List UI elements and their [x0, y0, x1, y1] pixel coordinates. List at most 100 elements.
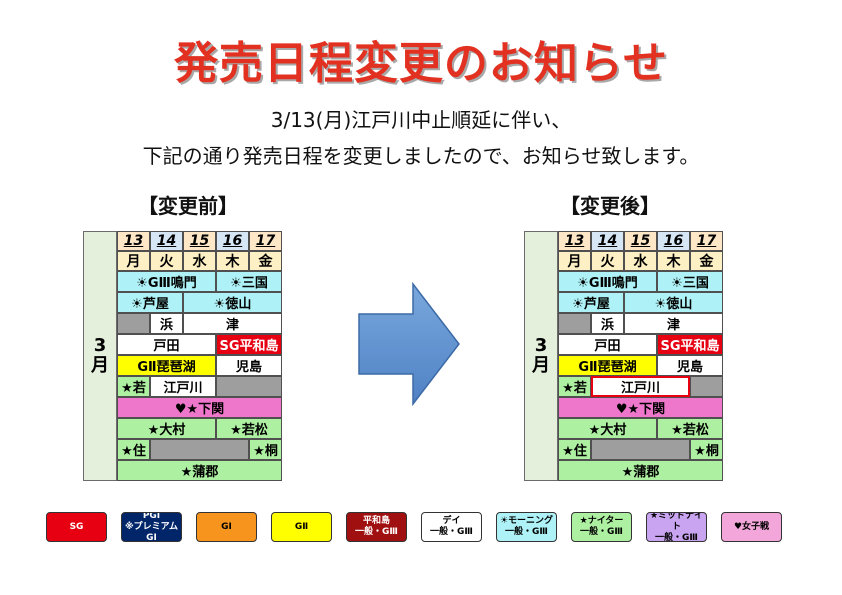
- empty-cell: [117, 313, 150, 334]
- race-kiryu: ★桐: [690, 439, 723, 460]
- weekday-thu: 木: [657, 251, 690, 271]
- race-ashiya: ☀芦屋: [117, 292, 183, 313]
- empty-cell: [558, 313, 591, 334]
- day-15: 15: [183, 231, 216, 251]
- weekday-wed: 水: [624, 251, 657, 271]
- race-tokuyama: ☀徳山: [624, 292, 723, 313]
- legend-women: ♥女子戦: [721, 512, 782, 542]
- empty-cell: [591, 439, 690, 460]
- race-shimonoseki: ♥★下関: [558, 397, 723, 418]
- race-hamanako: 浜: [591, 313, 624, 334]
- legend-heiwajima: 平和島一般・GⅢ: [346, 512, 407, 542]
- legend-label: GⅡ: [294, 521, 309, 532]
- legend-label: ☀モーニング: [499, 516, 554, 526]
- race-edogawa-highlighted: 江戸川: [591, 376, 690, 397]
- race-suminoe: ★住: [558, 439, 591, 460]
- race-ashiya: ☀芦屋: [558, 292, 624, 313]
- legend-label: デイ: [442, 516, 461, 526]
- legend-sublabel: 一般・GⅢ: [355, 527, 398, 537]
- race-sg-heiwajima: SG平和島: [657, 334, 723, 355]
- race-gamagori: ★蒲郡: [117, 460, 282, 481]
- race-edogawa: 江戸川: [150, 376, 216, 397]
- subtitle-line-1: 3/13(月)江戸川中止順延に伴い、: [270, 108, 572, 132]
- race-wakamatsu-short: ★若: [117, 376, 150, 397]
- subtitle-line-2: 下記の通り発売日程を変更しましたので、お知らせ致します。: [142, 144, 700, 168]
- weekday-fri: 金: [690, 251, 723, 271]
- race-sg-heiwajima: SG平和島: [216, 334, 282, 355]
- race-tokuyama: ☀徳山: [183, 292, 282, 313]
- race-tsu: 津: [183, 313, 282, 334]
- weekday-thu: 木: [216, 251, 249, 271]
- race-naruto: ☀GⅢ鳴門: [117, 271, 216, 292]
- day-17: 17: [690, 231, 723, 251]
- day-14: 14: [150, 231, 183, 251]
- empty-cell: [690, 376, 723, 397]
- after-heading: 【変更後】: [560, 194, 660, 218]
- legend-sublabel: 一般・GⅢ: [505, 527, 548, 537]
- legend-label: ★ミッドナイト: [649, 512, 704, 532]
- day-17: 17: [249, 231, 282, 251]
- before-heading: 【変更前】: [138, 194, 238, 218]
- race-tsu: 津: [624, 313, 723, 334]
- race-kiryu: ★桐: [249, 439, 282, 460]
- race-toda: 戸田: [558, 334, 657, 355]
- legend-sublabel: ※プレミアムGⅠ: [124, 521, 179, 542]
- legend-sublabel: 一般・GⅢ: [655, 532, 698, 542]
- empty-cell: [216, 376, 282, 397]
- race-omura: ★大村: [117, 418, 216, 439]
- legend-sublabel: 一般・GⅢ: [430, 527, 473, 537]
- month-number: 3: [534, 335, 548, 356]
- legend-midnight: ★ミッドナイト一般・GⅢ: [646, 512, 707, 542]
- month-unit: 月: [91, 355, 109, 376]
- legend-label: PGⅠ: [142, 512, 161, 521]
- race-wakamatsu: ★若松: [657, 418, 723, 439]
- race-kojima: 児島: [216, 355, 282, 376]
- legend-day: デイ一般・GⅢ: [421, 512, 482, 542]
- day-16: 16: [216, 231, 249, 251]
- race-mikuni: ☀三国: [657, 271, 723, 292]
- legend-morning: ☀モーニング一般・GⅢ: [496, 512, 557, 542]
- legend-sublabel: 一般・GⅢ: [580, 527, 623, 537]
- race-kojima: 児島: [657, 355, 723, 376]
- day-13: 13: [117, 231, 150, 251]
- race-omura: ★大村: [558, 418, 657, 439]
- race-gamagori: ★蒲郡: [558, 460, 723, 481]
- legend-label: GⅠ: [221, 521, 232, 532]
- race-naruto: ☀GⅢ鳴門: [558, 271, 657, 292]
- legend-g2: GⅡ: [271, 512, 332, 542]
- race-suminoe: ★住: [117, 439, 150, 460]
- legend-label: SG: [69, 521, 84, 532]
- race-shimonoseki: ♥★下関: [117, 397, 282, 418]
- race-wakamatsu-short: ★若: [558, 376, 591, 397]
- legend-label: ♥女子戦: [733, 521, 770, 532]
- race-g2-biwako: GⅡ琵琶湖: [558, 355, 657, 376]
- race-toda: 戸田: [117, 334, 216, 355]
- race-hamanako: 浜: [150, 313, 183, 334]
- weekday-wed: 水: [183, 251, 216, 271]
- weekday-fri: 金: [249, 251, 282, 271]
- weekday-tue: 火: [150, 251, 183, 271]
- day-14: 14: [591, 231, 624, 251]
- race-g2-biwako: GⅡ琵琶湖: [117, 355, 216, 376]
- legend-nighter: ★ナイター一般・GⅢ: [571, 512, 632, 542]
- page-title: 発売日程変更のお知らせ: [173, 38, 669, 89]
- right-arrow-icon: [358, 282, 460, 406]
- weekday-mon: 月: [558, 251, 591, 271]
- day-15: 15: [624, 231, 657, 251]
- race-mikuni: ☀三国: [216, 271, 282, 292]
- legend-label: 平和島: [362, 516, 390, 526]
- legend-label: ★ナイター: [579, 516, 624, 526]
- legend-pg1: PGⅠ※プレミアムGⅠ: [121, 512, 182, 542]
- weekday-tue: 火: [591, 251, 624, 271]
- empty-cell: [150, 439, 249, 460]
- race-wakamatsu: ★若松: [216, 418, 282, 439]
- month-number: 3: [93, 335, 107, 356]
- day-13: 13: [558, 231, 591, 251]
- legend-sg: SG: [46, 512, 107, 542]
- day-16: 16: [657, 231, 690, 251]
- weekday-mon: 月: [117, 251, 150, 271]
